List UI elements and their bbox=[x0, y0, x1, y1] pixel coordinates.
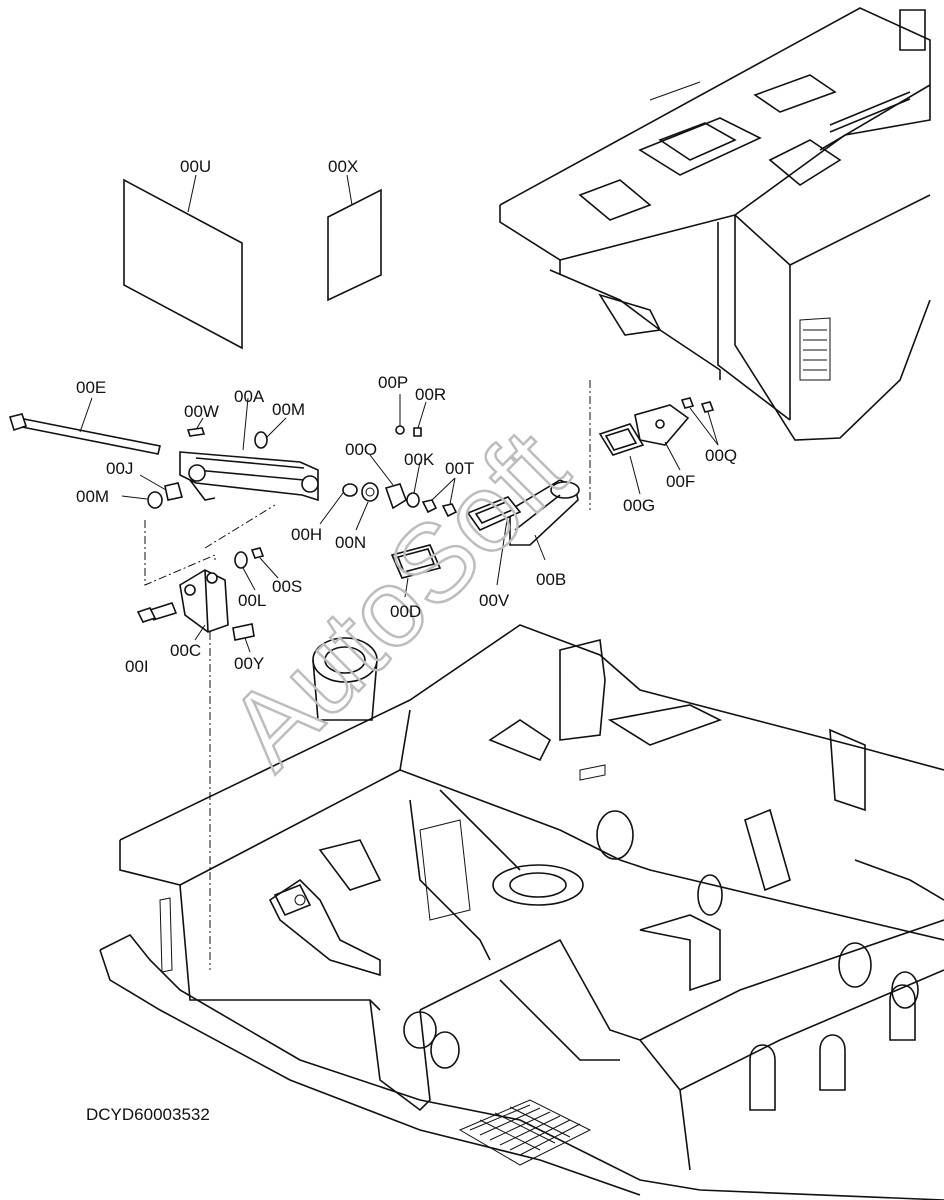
label-00Y: 00Y bbox=[234, 654, 264, 673]
label-00I: 00I bbox=[125, 657, 149, 676]
bracket-00C bbox=[179, 569, 229, 641]
pin-00I bbox=[136, 602, 178, 623]
label-00M-left: 00M bbox=[76, 487, 109, 506]
label-00O: 00O bbox=[345, 440, 377, 459]
label-00H: 00H bbox=[291, 525, 322, 544]
label-00C: 00C bbox=[170, 641, 201, 660]
label-00F: 00F bbox=[666, 472, 695, 491]
bushing-00J bbox=[139, 474, 184, 501]
washer-00M-left bbox=[121, 491, 163, 509]
cab-frame-assembly bbox=[499, 7, 931, 441]
label-00U: 00U bbox=[180, 157, 211, 176]
callout-labels: 00U 00X 00E 00W 00A 00M 00J 00M 00H 00N … bbox=[76, 157, 737, 676]
label-00M-top: 00M bbox=[272, 400, 305, 419]
label-00N: 00N bbox=[335, 533, 366, 552]
pin-00E bbox=[8, 397, 161, 455]
label-00J: 00J bbox=[106, 459, 133, 478]
decal-00X bbox=[327, 174, 382, 302]
bracket-00A bbox=[179, 397, 319, 502]
label-00K: 00K bbox=[404, 450, 435, 469]
bolts-00Q bbox=[680, 397, 719, 446]
label-00G: 00G bbox=[623, 496, 655, 515]
small-parts-chain bbox=[319, 394, 458, 531]
plate-00F bbox=[634, 404, 690, 471]
label-00T: 00T bbox=[445, 459, 474, 478]
drawing-code: DCYD60003532 bbox=[86, 1105, 210, 1124]
label-00R: 00R bbox=[415, 385, 446, 404]
label-00P: 00P bbox=[378, 373, 408, 392]
decal-00U bbox=[123, 174, 243, 350]
label-00E: 00E bbox=[76, 378, 106, 397]
label-00V: 00V bbox=[479, 591, 510, 610]
washer-00L bbox=[234, 551, 256, 591]
cover-00V bbox=[466, 496, 522, 586]
label-00A: 00A bbox=[234, 387, 265, 406]
bolt-00S bbox=[250, 547, 279, 579]
label-00Q: 00Q bbox=[705, 446, 737, 465]
cover-00D bbox=[390, 544, 442, 598]
label-00L: 00L bbox=[238, 591, 266, 610]
decal-00Y bbox=[232, 623, 255, 653]
label-00D: 00D bbox=[390, 602, 421, 621]
label-00W: 00W bbox=[184, 402, 219, 421]
cover-00G bbox=[598, 423, 645, 495]
label-00B: 00B bbox=[536, 570, 566, 589]
main-frame bbox=[99, 624, 944, 1200]
label-00X: 00X bbox=[328, 157, 358, 176]
label-00S: 00S bbox=[272, 577, 302, 596]
lever-00B bbox=[509, 479, 580, 561]
